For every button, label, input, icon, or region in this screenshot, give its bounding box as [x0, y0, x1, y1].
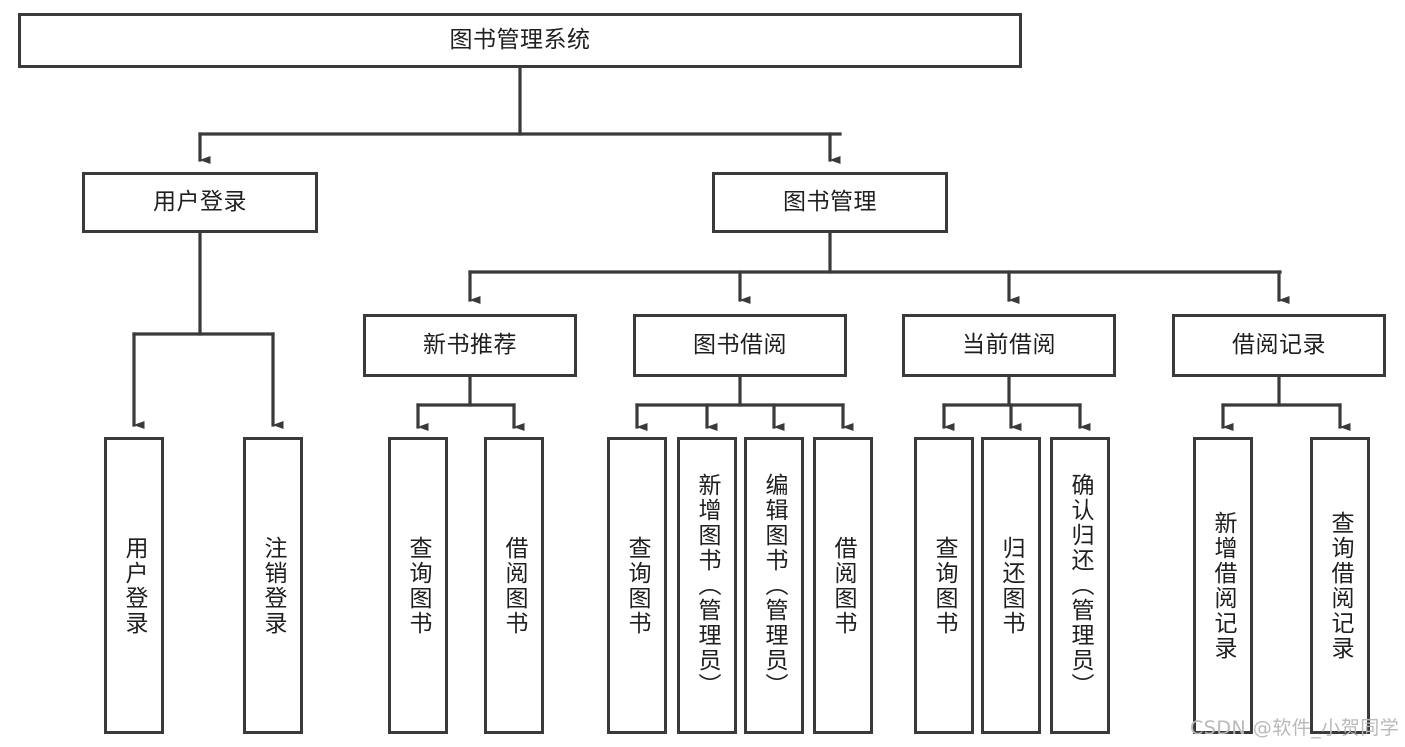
node-book-management[interactable]: 图书管理	[712, 172, 948, 233]
node-borrow-record-label: 借阅记录	[1232, 331, 1326, 358]
node-root-label: 图书管理系统	[449, 26, 591, 53]
leaf-add-record-label: 新增借阅记录	[1210, 510, 1237, 661]
leaf-edit-book-label: 编辑图书（管理员）	[761, 473, 788, 698]
leaf-user-login-label: 用户登录	[121, 535, 148, 636]
leaf-confirm-return-label: 确认归还（管理员）	[1067, 473, 1094, 698]
node-book-borrow-label: 图书借阅	[693, 331, 787, 358]
leaf-borrow-book-2-label: 借阅图书	[830, 535, 857, 636]
leaf-query-record-label: 查询借阅记录	[1327, 510, 1354, 661]
leaf-return-book[interactable]: 归还图书	[981, 437, 1041, 734]
leaf-query-book-1[interactable]: 查询图书	[388, 437, 448, 734]
node-user-login-label: 用户登录	[153, 188, 247, 215]
node-book-borrow[interactable]: 图书借阅	[633, 314, 847, 377]
leaf-query-book-3-label: 查询图书	[931, 535, 958, 636]
leaf-borrow-book-2[interactable]: 借阅图书	[813, 437, 873, 734]
leaf-query-book-3[interactable]: 查询图书	[914, 437, 974, 734]
leaf-query-book-2-label: 查询图书	[624, 535, 651, 636]
leaf-query-book-2[interactable]: 查询图书	[607, 437, 667, 734]
leaf-edit-book[interactable]: 编辑图书（管理员）	[744, 437, 804, 734]
node-current-borrow[interactable]: 当前借阅	[902, 314, 1116, 377]
node-current-borrow-label: 当前借阅	[962, 331, 1056, 358]
leaf-query-book-1-label: 查询图书	[405, 535, 432, 636]
node-book-management-label: 图书管理	[783, 188, 877, 215]
leaf-user-login[interactable]: 用户登录	[104, 437, 164, 734]
leaf-borrow-book-1[interactable]: 借阅图书	[484, 437, 544, 734]
node-new-book-recommend[interactable]: 新书推荐	[363, 314, 577, 377]
leaf-return-book-label: 归还图书	[998, 535, 1025, 636]
node-root[interactable]: 图书管理系统	[18, 13, 1022, 68]
leaf-user-logout[interactable]: 注销登录	[243, 437, 303, 734]
leaf-add-record[interactable]: 新增借阅记录	[1193, 437, 1253, 734]
leaf-borrow-book-1-label: 借阅图书	[501, 535, 528, 636]
node-new-book-recommend-label: 新书推荐	[423, 331, 517, 358]
node-user-login[interactable]: 用户登录	[82, 172, 318, 233]
node-borrow-record[interactable]: 借阅记录	[1172, 314, 1386, 377]
leaf-confirm-return[interactable]: 确认归还（管理员）	[1050, 437, 1110, 734]
leaf-add-book-label: 新增图书（管理员）	[694, 473, 721, 698]
csdn-watermark: CSDN @软件_小贺同学	[1190, 717, 1400, 739]
leaf-user-logout-label: 注销登录	[260, 535, 287, 636]
leaf-add-book[interactable]: 新增图书（管理员）	[677, 437, 737, 734]
leaf-query-record[interactable]: 查询借阅记录	[1310, 437, 1370, 734]
